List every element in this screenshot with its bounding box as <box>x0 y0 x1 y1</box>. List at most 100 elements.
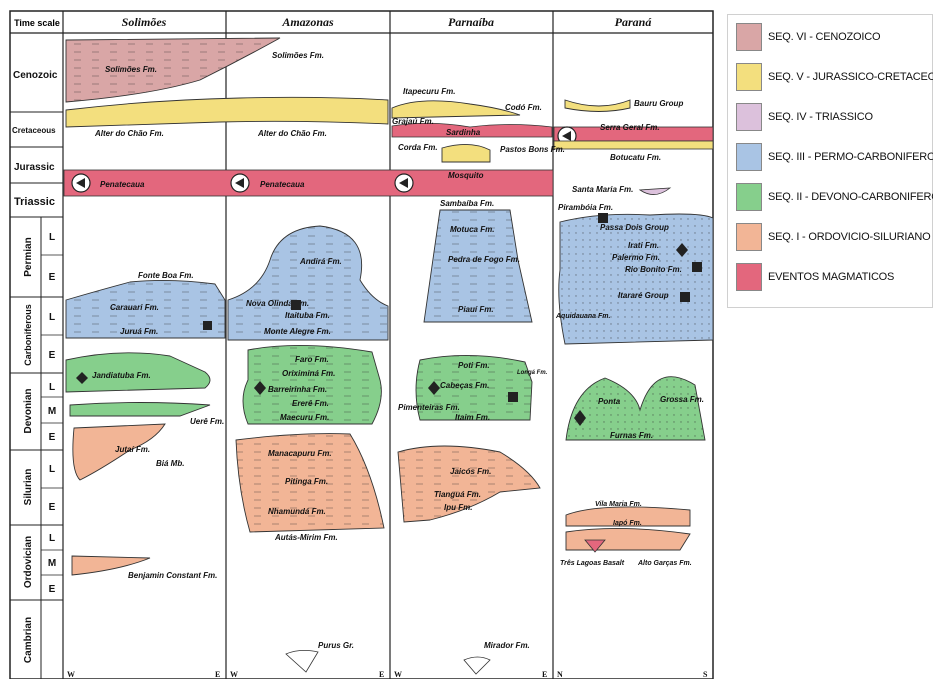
label-codo: Codó Fm. <box>505 103 542 112</box>
legend-label: SEQ. V - JURASSICO-CRETACEO <box>768 71 933 83</box>
epoch-ordovician-middle: M <box>48 558 56 569</box>
formation-iapo <box>566 528 690 550</box>
label-irati: Irati Fm. <box>628 241 659 250</box>
period-cambrian: Cambrian <box>23 617 34 663</box>
dir-amazonas-w: W <box>230 670 238 679</box>
basin-header-parana: Paraná <box>615 15 653 29</box>
label-solimoes-fm-a: Solimões Fm. <box>272 51 324 60</box>
legend-swatch <box>736 223 762 251</box>
label-erere: Ererê Fm. <box>292 399 329 408</box>
formation-mirador <box>464 657 490 674</box>
legend-label: EVENTOS MAGMATICOS <box>768 271 894 283</box>
label-iapo: Iapó Fm. <box>613 520 642 527</box>
legend-swatch <box>736 103 762 131</box>
label-pitinga: Pitinga Fm. <box>285 477 328 486</box>
period-jurassic: Jurassic <box>14 162 55 173</box>
label-monte-alegre: Monte Alegre Fm. <box>264 327 331 336</box>
label-penatecaua-s: Penatecaua <box>100 180 145 189</box>
dir-solimoes-w: W <box>67 670 75 679</box>
formation-santa-maria <box>640 188 670 195</box>
epoch-carboniferous-early: E <box>49 350 56 361</box>
dir-parana-s: S <box>703 670 708 679</box>
dir-solimoes-e: E <box>215 670 220 679</box>
label-pirambola: Pirambóia Fm. <box>558 203 613 212</box>
legend-label: SEQ. I - ORDOVICIO-SILURIANO <box>768 231 930 243</box>
label-vila-maria: Vila Maria Fm. <box>595 501 642 508</box>
period-carboniferous: Carboniferous <box>23 304 33 366</box>
label-alter-do-chao-s: Alter do Chão Fm. <box>94 129 164 138</box>
label-nhamunda: Nhamundá Fm. <box>268 507 326 516</box>
label-sardinha: Sardinha <box>446 128 481 137</box>
period-permian: Permian <box>23 237 34 276</box>
label-aquidauana: Aquidauana Fm. <box>555 313 611 320</box>
dir-parana-n: N <box>557 670 563 679</box>
legend-item-seq-v: SEQ. V - JURASSICO-CRETACEO <box>736 63 933 93</box>
label-oriximina: Oriximiná Fm. <box>282 369 335 378</box>
label-andira: Andirá Fm. <box>299 257 342 266</box>
period-silurian: Silurian <box>23 469 34 506</box>
legend-swatch <box>736 183 762 211</box>
label-alto-garcas: Alto Garças Fm. <box>637 560 692 567</box>
label-ponta: Ponta <box>598 397 621 406</box>
legend-swatch <box>736 263 762 291</box>
legend: SEQ. VI - CENOZOICO SEQ. V - JURASSICO-C… <box>727 14 933 308</box>
period-ordovician: Ordovician <box>23 536 34 588</box>
formation-pastos-bons <box>442 144 490 162</box>
label-itarare: Itararé Group <box>618 291 669 300</box>
formation-uere <box>70 403 210 417</box>
legend-label: SEQ. IV - TRIASSICO <box>768 111 873 123</box>
label-alter-do-chao-a: Alter do Chão Fm. <box>257 129 327 138</box>
period-devonian: Devonian <box>23 388 34 433</box>
label-solimoes-fm: Solimões Fm. <box>105 65 157 74</box>
epoch-permian-early: E <box>49 272 56 283</box>
epoch-ordovician-early: E <box>49 584 56 595</box>
label-motuca: Motuca Fm. <box>450 225 494 234</box>
label-rio-bonito: Rio Bonito Fm. <box>625 265 682 274</box>
legend-item-seq-ii: SEQ. II - DEVONO-CARBONIFERO <box>736 183 933 213</box>
epoch-devonian-late: L <box>49 382 55 393</box>
label-itapecuru: Itapecuru Fm. <box>403 87 455 96</box>
label-sambaiba: Sambaíba Fm. <box>440 199 494 208</box>
source-rock-square-icon <box>291 300 301 310</box>
dir-amazonas-e: E <box>379 670 384 679</box>
label-uere: Uerê Fm. <box>190 417 224 426</box>
legend-item-seq-iv: SEQ. IV - TRIASSICO <box>736 103 933 133</box>
label-grossa: Grossa Fm. <box>660 395 704 404</box>
legend-label: SEQ. VI - CENOZOICO <box>768 31 880 43</box>
dir-parnaiba-w: W <box>394 670 402 679</box>
label-barreirinha: Barreirinha Fm. <box>268 385 327 394</box>
label-longa: Longá Fm. <box>517 370 548 376</box>
label-ipu: Ipu Fm. <box>444 503 472 512</box>
label-mirador: Mirador Fm. <box>484 641 530 650</box>
label-bauru: Bauru Group <box>634 99 683 108</box>
epoch-devonian-early: E <box>49 432 56 443</box>
label-palermo: Palermo Fm. <box>612 253 660 262</box>
label-faro: Faro Fm. <box>295 355 329 364</box>
source-rock-square-icon <box>692 262 702 272</box>
period-cenozoic: Cenozoic <box>13 70 58 81</box>
label-santa-maria: Santa Maria Fm. <box>572 185 633 194</box>
legend-swatch <box>736 23 762 51</box>
label-pimenteiras: Pimenteiras Fm. <box>398 403 460 412</box>
period-cretaceous: Cretaceous <box>12 126 56 135</box>
basin-header-amazonas: Amazonas <box>281 15 334 29</box>
legend-label: SEQ. II - DEVONO-CARBONIFERO <box>768 191 933 203</box>
label-botucatu: Botucatu Fm. <box>610 153 661 162</box>
epoch-silurian-early: E <box>49 502 56 513</box>
label-furnas: Furnas Fm. <box>610 431 653 440</box>
legend-item-magmatic: EVENTOS MAGMATICOS <box>736 263 933 293</box>
formation-bauru <box>565 100 630 112</box>
source-rock-square-icon <box>598 213 608 223</box>
source-rock-square-icon <box>508 392 518 402</box>
label-fonte-boa: Fonte Boa Fm. <box>138 271 194 280</box>
basin-header-solimoes: Solimões <box>122 15 167 29</box>
label-passa-dois: Passa Dois Group <box>600 223 669 232</box>
label-jurua: Juruá Fm. <box>120 327 158 336</box>
epoch-silurian-late: L <box>49 464 55 475</box>
source-rock-square-icon <box>203 321 212 330</box>
basin-header-parnaiba: Parnaíba <box>448 15 494 29</box>
legend-item-seq-i: SEQ. I - ORDOVICIO-SILURIANO <box>736 223 933 253</box>
label-maecuru: Maecuru Fm. <box>280 413 329 422</box>
dir-parnaiba-e: E <box>542 670 547 679</box>
label-poti: Poti Fm. <box>458 361 490 370</box>
